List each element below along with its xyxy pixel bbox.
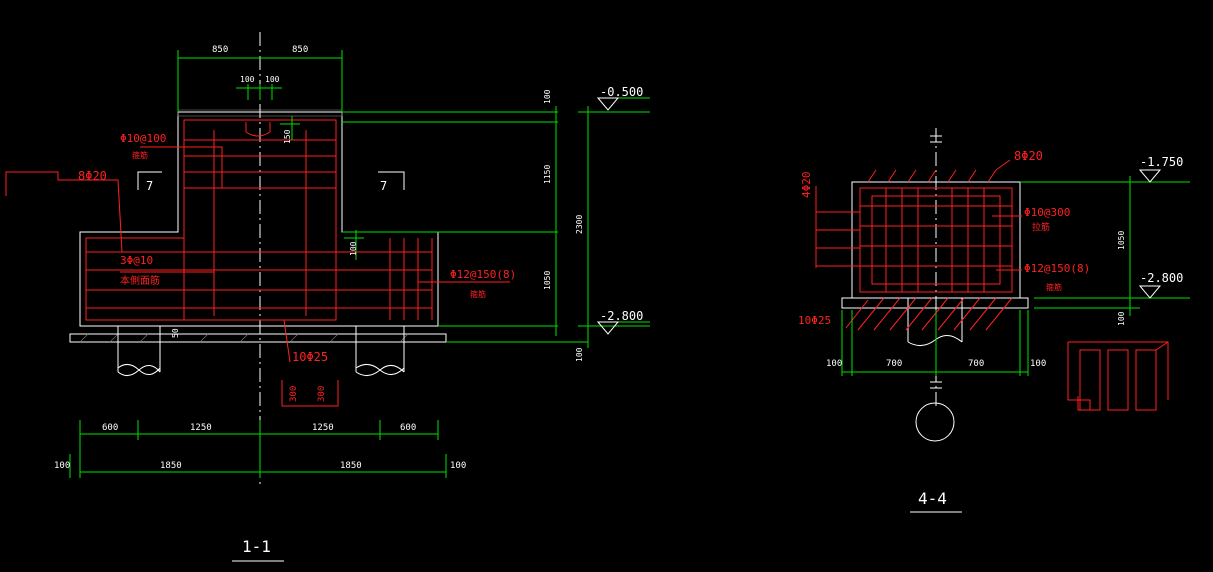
section-mark-left [137, 171, 162, 190]
dim-bottom-r1-1: 1250 [190, 423, 212, 433]
dim-top-left: 850 [212, 45, 228, 55]
section-1-1: 7 7 850 850 100 100 100 1150 2300 1050 1… [5, 32, 650, 562]
section-mark-left-text: 7 [146, 179, 153, 193]
dim-small-right: 100 [265, 75, 280, 84]
elevation-4-4-top: -1.750 [1140, 155, 1183, 169]
pile-circle [915, 402, 955, 442]
rebar-label-left-main: 8Φ20 [78, 169, 107, 183]
dim-bottom-r1-0: 600 [102, 423, 118, 433]
rebar-label-waist-sub: 本側面筋 [120, 274, 160, 287]
dim-bottom-r1-3: 600 [400, 423, 416, 433]
dimension-lines-4-4 [841, 176, 1190, 376]
dim-bottom-r2-0: 100 [54, 461, 70, 471]
dim-bottom-r2-1: 1850 [160, 461, 182, 471]
cushion-4-4 [841, 297, 1029, 309]
elevation-marker-4-4-top [1138, 169, 1162, 183]
dim-4-4-b3: 100 [1030, 359, 1046, 369]
dim-4-4-b2: 700 [968, 359, 984, 369]
section-title-4-4: 4-4 [918, 489, 947, 508]
center-line-marks [930, 135, 942, 389]
rebar-label-stirrup-top-sub: 箍筋 [132, 150, 148, 160]
rebar-label-stirrup-right: Φ12@150(8) [450, 268, 516, 281]
section-mark-right-text: 7 [380, 179, 387, 193]
rebar-label-bottom-bars: 10Φ25 [292, 350, 328, 364]
rebar-4-4-top-bars: 8Φ20 [1014, 149, 1043, 163]
elevation-marker-top [596, 97, 620, 111]
dim-top-right: 850 [292, 45, 308, 55]
dim-4-4-b1: 700 [886, 359, 902, 369]
dim-4-4-bottom: 100 [1117, 311, 1126, 326]
dim-small-300-left: 300 [289, 386, 299, 402]
dim-bottom-r2-3: 100 [450, 461, 466, 471]
elevation-marker-bottom [596, 321, 620, 335]
rebar-1-1 [5, 119, 510, 407]
pile-right [355, 326, 405, 376]
dim-small-300-right: 300 [317, 386, 327, 402]
dim-50: 50 [171, 328, 180, 338]
rebar-label-stirrup-right-sub: 箍筋 [470, 289, 486, 299]
rebar-4-4-bottom-bars: 10Φ25 [798, 314, 831, 327]
dim-4-4-height: 1050 [1117, 231, 1126, 250]
elevation-marker-4-4-bottom [1138, 285, 1162, 299]
elevation-4-4-bottom: -2.800 [1140, 271, 1183, 285]
dim-small-left: 100 [240, 75, 255, 84]
dim-right-lower: 1050 [543, 271, 552, 290]
pile-left [117, 326, 161, 376]
bottom-cushion [69, 333, 447, 343]
rebar-4-4-tie-sub: 拉筋 [1032, 221, 1050, 233]
dim-right-upper: 1150 [543, 165, 552, 184]
rebar-label-waist: 3Φ@10 [120, 254, 153, 267]
dim-right-top: 100 [543, 89, 552, 104]
dim-4-4-b0: 100 [826, 359, 842, 369]
rebar-label-stirrup-top: Φ10@100 [120, 132, 166, 145]
section-title-1-1: 1-1 [242, 537, 271, 556]
dimension-lines-1-1 [69, 50, 650, 478]
rebar-4-4 [815, 159, 1169, 411]
rebar-4-4-tie: Φ10@300 [1024, 206, 1070, 219]
dim-100-side: 100 [349, 241, 358, 256]
section-4-4: -1.750 -2.800 1050 100 100 700 700 100 8… [798, 128, 1190, 513]
elevation-bottom-text: -2.800 [600, 309, 643, 323]
cushion-hatch [79, 333, 409, 343]
pile-4-4 [907, 298, 963, 346]
rebar-4-4-stirrup-sub: 箍筋 [1046, 282, 1062, 292]
dim-right-total: 2300 [575, 215, 584, 234]
rebar-4-4-stirrup: Φ12@150(8) [1024, 262, 1090, 275]
dim-right-bottom: 100 [575, 347, 584, 362]
rebar-4-4-left-bars: 4Φ20 [800, 172, 813, 199]
dim-150: 150 [283, 129, 292, 144]
elevation-top-text: -0.500 [600, 85, 643, 99]
section-mark-right [378, 171, 405, 190]
dim-bottom-r2-2: 1850 [340, 461, 362, 471]
dim-bottom-r1-2: 1250 [312, 423, 334, 433]
